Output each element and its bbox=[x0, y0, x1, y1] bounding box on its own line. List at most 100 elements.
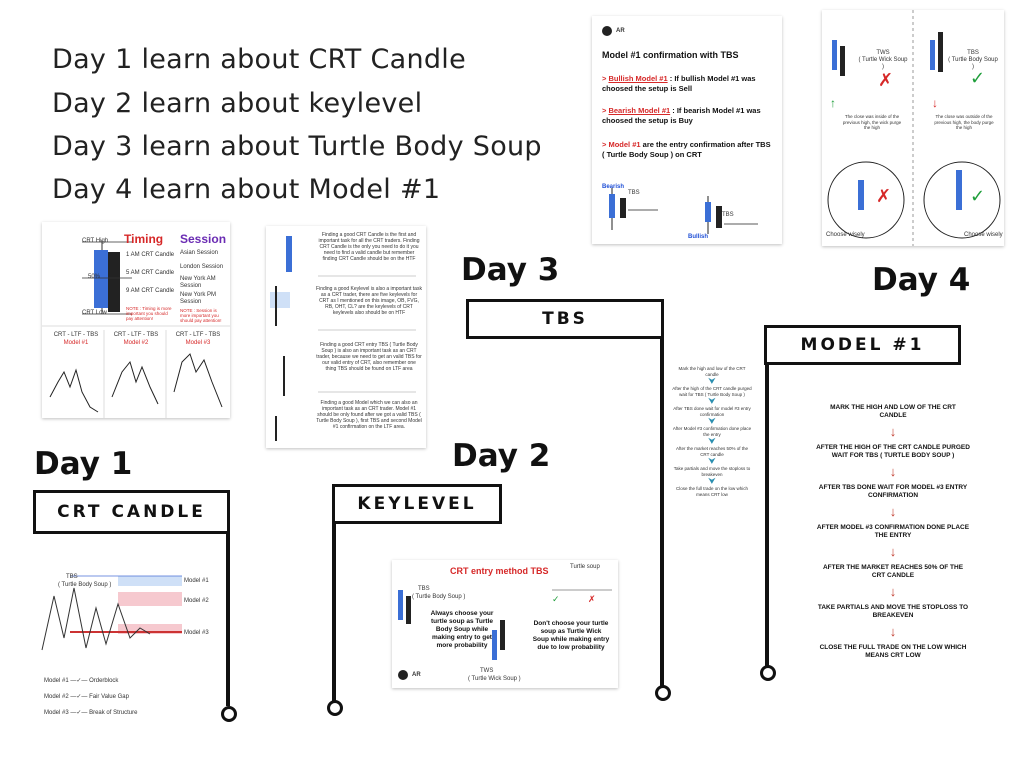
day1-legend-2: Model #2 —✓— Fair Value Gap bbox=[44, 694, 129, 700]
timing-item-1: 1 AM CRT Candle bbox=[126, 252, 175, 258]
day2-cross-icon: ✗ bbox=[588, 594, 596, 604]
tbs-mini-charts bbox=[609, 188, 758, 234]
day2-tws-sub: ( Turtle Wick Soup ) bbox=[468, 676, 521, 682]
day3-arrow-icon-6: ⮟ bbox=[708, 476, 716, 486]
tbs-bearish-label: Bearish bbox=[602, 184, 625, 190]
keylevel-para-4: Finding a good Model which we can also a… bbox=[316, 400, 422, 430]
timing-note: NOTE : Timing is more important you shou… bbox=[126, 306, 172, 321]
day-2-title: Day 2 bbox=[452, 438, 551, 474]
keylevel-text-card: Finding a good CRT Candle is the first a… bbox=[266, 226, 426, 448]
end-dot-day2 bbox=[327, 700, 343, 716]
day4-arrow-icon-6: ↓ bbox=[889, 624, 897, 639]
crt-candle-diagram bbox=[42, 240, 230, 418]
day3-arrow-icon-5: ⮟ bbox=[708, 456, 716, 466]
day2-check-icon: ✓ bbox=[552, 594, 560, 604]
day3-steps: Mark the high and low of the CRT candle … bbox=[672, 366, 752, 546]
tbs-confirmation-card: AR Model #1 confirmation with TBS > Bull… bbox=[592, 16, 782, 244]
day2-title: CRT entry method TBS bbox=[450, 566, 549, 576]
day2-tws-label: TWS bbox=[480, 668, 494, 674]
day3-arrow-icon-4: ⮟ bbox=[708, 436, 716, 446]
connector-day2 bbox=[332, 524, 336, 702]
legend-1-meaning: Orderblock bbox=[89, 678, 119, 684]
model-1-label[interactable]: MODEL #1 bbox=[764, 325, 961, 365]
crt-candle-card: CRT High 50% CRT Low Timing 1 AM CRT Can… bbox=[42, 222, 230, 418]
legend-2-meaning: Fair Value Gap bbox=[89, 694, 129, 700]
day4-arrow-icon-5: ↓ bbox=[889, 584, 897, 599]
intro-line-2: Day 2 learn about keylevel bbox=[52, 88, 423, 119]
tbs-line-3-text: are the entry confirmation after TBS ( T… bbox=[602, 140, 771, 159]
day3-arrow-icon-2: ⮟ bbox=[708, 396, 716, 406]
day3-step-3: After TBS done wait for model #3 entry c… bbox=[673, 406, 751, 417]
tbs-line-1-text: If bullish Model #1 was choosed the setu… bbox=[602, 74, 756, 93]
tbs-line-3-tag: Model #1 bbox=[608, 140, 641, 149]
day1-tbs-sub: ( Turtle Body Soup ) bbox=[58, 582, 112, 588]
day3-step-1: Mark the high and low of the CRT candle bbox=[678, 366, 746, 377]
day2-tbs-sub: ( Turtle Body Soup ) bbox=[412, 594, 466, 600]
crt-high-label: CRT High bbox=[82, 238, 109, 244]
tws-tbs-diagram bbox=[827, 10, 1001, 246]
day2-dont-text: Don't choose your turtle soup as Turtle … bbox=[532, 620, 610, 651]
session-note: NOTE : Session is more important you sho… bbox=[180, 308, 222, 323]
end-dot-day1 bbox=[221, 706, 237, 722]
day3-step-7: Close the full trade on the low which me… bbox=[675, 486, 749, 497]
day1-tbs-diagram bbox=[41, 575, 182, 651]
day3-step-4: After Model #3 confirmation done place t… bbox=[672, 426, 752, 437]
tbs-line-3: > Model #1 are the entry confirmation af… bbox=[602, 140, 771, 159]
intro-line-4: Day 4 learn about Model #1 bbox=[52, 174, 441, 205]
day-3-title: Day 3 bbox=[461, 252, 560, 288]
day-1-title: Day 1 bbox=[34, 446, 133, 482]
tbs-label[interactable]: TBS bbox=[466, 299, 664, 339]
day2-title-prefix: CRT entry method bbox=[450, 566, 529, 576]
intro-line-3: Day 3 learn about Turtle Body Soup bbox=[52, 131, 542, 162]
logo-icon bbox=[602, 26, 612, 36]
connector-day4 bbox=[765, 365, 769, 667]
intro-line-1: Day 1 learn about CRT Candle bbox=[52, 44, 467, 75]
legend-3-model: Model #3 bbox=[44, 710, 69, 716]
keylevel-mini-charts bbox=[270, 236, 416, 441]
day3-arrow-icon-1: ⮟ bbox=[708, 376, 716, 386]
check-icon-top: ✓ bbox=[970, 68, 986, 88]
panel-2-title: CRT - LTF - TBS bbox=[113, 332, 159, 338]
day2-entry-diagram bbox=[398, 589, 612, 660]
cross-icon-bottom: ✗ bbox=[876, 186, 892, 206]
tbs-note: The close was outside of the previous hi… bbox=[934, 114, 994, 130]
day2-title-suffix: TBS bbox=[530, 566, 549, 576]
panel-3-title: CRT - LTF - TBS bbox=[175, 332, 221, 338]
day1-model-1: Model #1 bbox=[184, 578, 209, 584]
session-title: Session bbox=[180, 232, 227, 246]
up-arrow-icon-left: ↑ bbox=[830, 96, 836, 110]
day4-step-2: AFTER THE HIGH OF THE CRT CANDLE PURGED … bbox=[816, 444, 970, 459]
tws-note: The close was inside of the previous hig… bbox=[842, 114, 902, 130]
day3-step-5: After the market reaches 50% of the CRT … bbox=[675, 446, 749, 457]
day4-step-4: AFTER MODEL #3 CONFIRMATION DONE PLACE T… bbox=[816, 524, 970, 539]
tws-label: TWS( Turtle Wick Soup ) bbox=[858, 50, 908, 71]
day1-tbs-label: TBS bbox=[66, 574, 78, 580]
day3-step-6: Take partials and move the stoploss to b… bbox=[673, 466, 751, 477]
tws-tbs-card: TWS( Turtle Wick Soup ) TBS( Turtle Body… bbox=[822, 10, 1004, 246]
session-item-4: New York PM Session bbox=[180, 292, 217, 305]
fifty-label: 50% bbox=[88, 274, 101, 280]
day-4-title: Day 4 bbox=[872, 262, 971, 298]
legend-2-model: Model #2 bbox=[44, 694, 69, 700]
crt-candle-label[interactable]: CRT CANDLE bbox=[33, 490, 230, 534]
panel-3-model: Model #3 bbox=[185, 340, 211, 346]
keylevel-label[interactable]: KEYLEVEL bbox=[332, 484, 502, 524]
session-item-1: Asian Session bbox=[180, 250, 219, 256]
tbs-line-2-text: If bearish Model #1 was choosed the setu… bbox=[602, 106, 761, 125]
tbs-line-1-tag: Bullish Model #1 bbox=[608, 74, 668, 83]
tbs-line-2: > Bearish Model #1 : If bearish Model #1… bbox=[602, 106, 761, 125]
day1-chart: TBS ( Turtle Body Soup ) Model #1 Model … bbox=[40, 568, 218, 724]
day2-tbs-label: TBS bbox=[418, 586, 430, 592]
day4-step-7: CLOSE THE FULL TRADE ON THE LOW WHICH ME… bbox=[819, 644, 967, 659]
choose-left: Choose wisely bbox=[826, 232, 865, 238]
tbs-line-1: > Bullish Model #1 : If bullish Model #1… bbox=[602, 74, 756, 93]
day2-logo-text: AR bbox=[412, 672, 421, 678]
crt-low-label: CRT Low bbox=[82, 310, 107, 316]
day1-model-2: Model #2 bbox=[184, 598, 209, 604]
tbs-card-title: Model #1 confirmation with TBS bbox=[602, 50, 739, 60]
keylevel-para-2: Finding a good Keylevel is also a import… bbox=[316, 286, 422, 316]
day4-arrow-icon-2: ↓ bbox=[889, 464, 897, 479]
cross-icon-top: ✗ bbox=[878, 70, 894, 90]
panel-1-model: Model #1 bbox=[63, 340, 89, 346]
timing-title: Timing bbox=[124, 232, 164, 246]
